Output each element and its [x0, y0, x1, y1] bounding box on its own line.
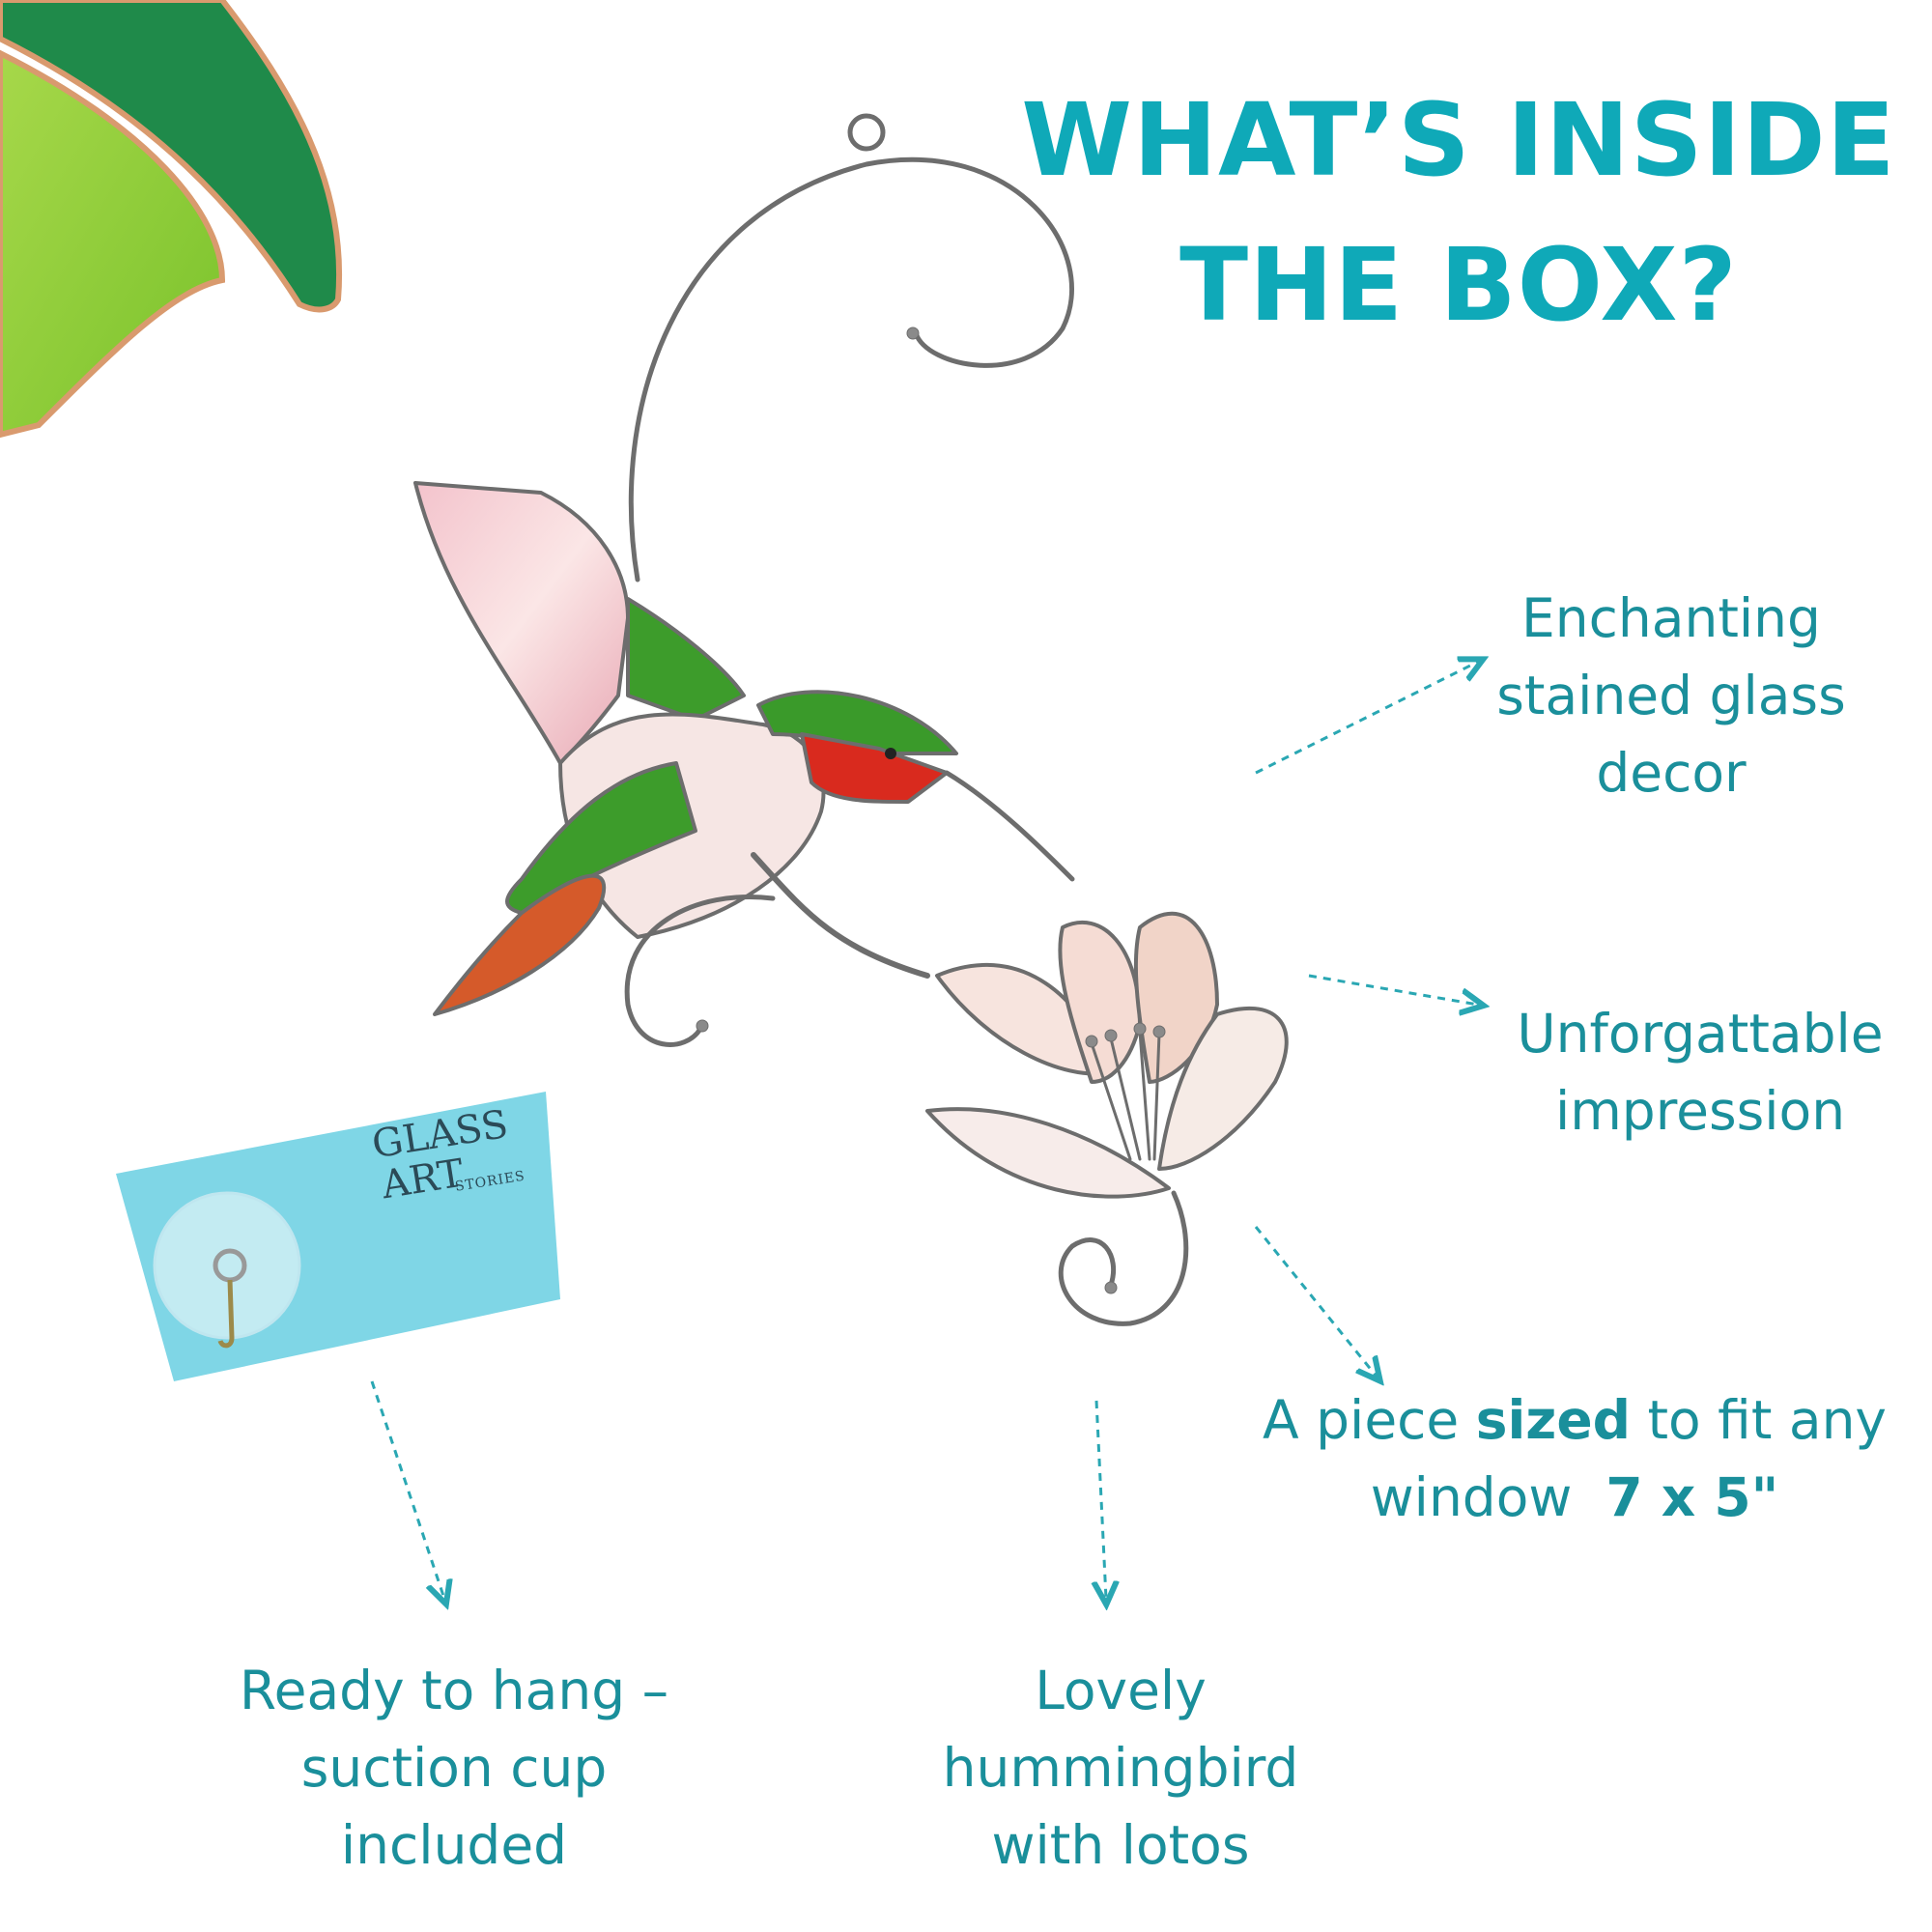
caption-line: window 7 x 5": [1246, 1459, 1903, 1536]
caption-fragment: A piece: [1263, 1389, 1476, 1451]
arrow-ready: [370, 1380, 444, 1599]
caption-size: A piece sized to fit any window 7 x 5": [1246, 1381, 1903, 1536]
title-line-1: WHAT’S INSIDE: [1021, 81, 1896, 199]
caption-bold-dimensions: 7 x 5": [1605, 1466, 1779, 1528]
caption-ready: Ready to hang – suction cup included: [213, 1652, 696, 1884]
caption-line: included: [340, 1814, 568, 1876]
caption-fragment: to fit any: [1631, 1389, 1887, 1451]
caption-enchanting: Enchanting stained glass decor: [1468, 580, 1874, 811]
caption-line: Enchanting: [1521, 587, 1821, 649]
pointer-arrows: [370, 662, 1478, 1599]
hummingbird-artwork: [413, 113, 1289, 1326]
caption-bold-sized: sized: [1475, 1389, 1631, 1451]
arrow-enchanting: [1255, 662, 1478, 775]
caption-lovely: Lovely hummingbird with lotos: [908, 1652, 1333, 1884]
title-line-2: THE BOX?: [1179, 226, 1738, 344]
caption-impression: Unforgattable impression: [1488, 995, 1913, 1150]
caption-line: decor: [1596, 742, 1747, 804]
caption-line: Lovely: [1035, 1660, 1207, 1721]
caption-line: Unforgattable: [1517, 1003, 1884, 1065]
page-title: WHAT’S INSIDE THE BOX?: [1005, 68, 1913, 357]
caption-line: stained glass: [1496, 665, 1846, 726]
caption-line: hummingbird: [942, 1737, 1299, 1799]
suction-cup-icon: [153, 1191, 301, 1340]
arrow-impression: [1308, 974, 1478, 1005]
caption-line: impression: [1554, 1080, 1846, 1142]
arrow-lovely: [1096, 1400, 1106, 1599]
caption-line: Ready to hang –: [239, 1660, 669, 1721]
corner-leaf-image: [0, 0, 343, 439]
arrow-size: [1254, 1226, 1377, 1377]
hook-icon: [217, 1279, 235, 1349]
caption-fragment: window: [1370, 1466, 1606, 1528]
caption-line: suction cup: [300, 1737, 608, 1799]
suction-cup-card-image: [116, 1092, 560, 1381]
caption-line: with lotos: [991, 1814, 1250, 1876]
caption-line: A piece sized to fit any: [1246, 1381, 1903, 1459]
